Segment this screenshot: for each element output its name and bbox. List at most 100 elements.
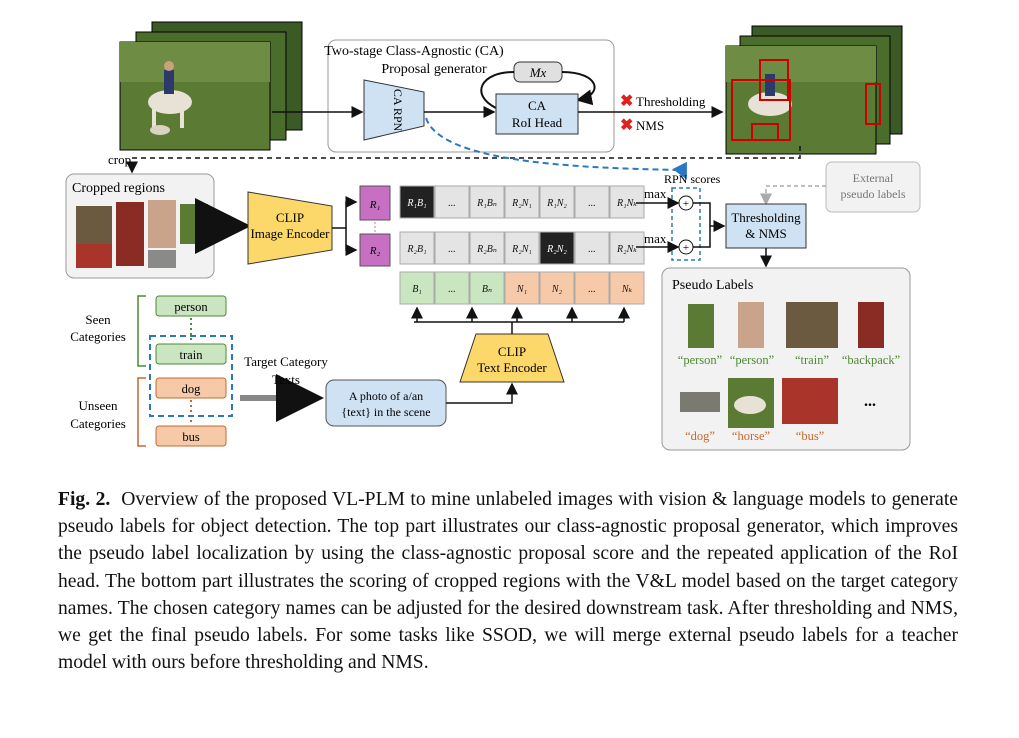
- matrix-cell: [539, 231, 575, 265]
- matrix-cell-label: R₁Bₙ: [476, 198, 497, 209]
- pseudo-label-bus: “bus”: [796, 429, 824, 443]
- rider-shape: [164, 70, 174, 94]
- matrix-cell: [609, 185, 645, 219]
- matrix-cell-label: R₂Nₖ: [616, 244, 637, 255]
- ca-panel-title: Two-stage Class-Agnostic (CA): [324, 44, 504, 59]
- matrix-cell-label: ...: [448, 198, 456, 209]
- region-feature-r1: [359, 185, 391, 221]
- matrix-cell: [434, 231, 470, 265]
- figure-caption: Fig. 2. Overview of the proposed VL-PLM …: [58, 486, 958, 676]
- external-line-1: External: [853, 171, 894, 185]
- matrix-cell-label: ...: [588, 198, 596, 209]
- target-label-line-2: Texts: [272, 372, 300, 387]
- matrix-cell: [574, 271, 610, 305]
- detection-box: [751, 123, 779, 141]
- thresh-nms-line-2: & NMS: [745, 226, 787, 241]
- ca-panel-subtitle: Proposal generator: [381, 62, 487, 77]
- pseudo-label-horse: “horse”: [732, 429, 770, 443]
- target-label-line-1: Target Category: [244, 354, 328, 369]
- pseudo-label-dog: “dog”: [685, 429, 715, 443]
- target-category-selection: [149, 335, 233, 417]
- matrix-cell: [539, 271, 575, 305]
- ca-rpn-label: CA RPN: [391, 89, 405, 132]
- max-label-1: max: [644, 186, 667, 201]
- matrix-cell: [504, 185, 540, 219]
- similarity-row-r1: R₁B₁... R₁Bₙ R₂N₁ R₁N₂... R₁Nₖ: [399, 185, 645, 219]
- matrix-cell-label: ...: [588, 284, 596, 295]
- matrix-cell-label: R₂B₁: [406, 244, 426, 255]
- clip-text-encoder-line-1: CLIP: [498, 344, 526, 359]
- matrix-cell-label: R₁Nₖ: [616, 198, 637, 209]
- nms-text: NMS: [636, 118, 664, 133]
- output-image-stack: [725, 25, 903, 155]
- clip-text-encoder: [459, 333, 565, 383]
- ca-rpn-trapezoid: [363, 79, 425, 141]
- mx-label: Mx: [529, 65, 547, 80]
- matrix-cell-label: ...: [448, 284, 456, 295]
- max-label-2: max: [644, 231, 667, 246]
- unseen-label-line-2: Categories: [70, 416, 126, 431]
- detection-box: [759, 59, 789, 101]
- pseudo-labels-title: Pseudo Labels: [672, 278, 753, 293]
- pseudo-labels-ellipsis: ...: [864, 393, 876, 410]
- svg-text:+: +: [683, 198, 689, 210]
- detection-box: [865, 83, 881, 125]
- x-mark-icon: ✖: [620, 93, 633, 110]
- clip-image-encoder-line-1: CLIP: [276, 210, 304, 225]
- category-train-label: train: [180, 348, 204, 362]
- pseudo-label-train: “train”: [795, 353, 829, 367]
- r1-label: R₁: [369, 199, 381, 211]
- matrix-cell: [434, 271, 470, 305]
- caption-text: Overview of the proposed VL-PLM to mine …: [58, 489, 958, 674]
- matrix-cell: [504, 231, 540, 265]
- seen-label-line-1: Seen: [85, 312, 111, 327]
- svg-text:+: +: [683, 242, 689, 254]
- matrix-cell-label: N₂: [551, 284, 563, 295]
- category-person-label: person: [174, 300, 208, 314]
- region-feature-r2: [359, 233, 391, 267]
- prompt-line-1: A photo of a/an: [349, 389, 423, 403]
- matrix-cell: [504, 271, 540, 305]
- matrix-cell: [399, 271, 435, 305]
- roi-head-line-2: RoI Head: [512, 115, 563, 130]
- matrix-cell: [469, 271, 505, 305]
- matrix-cell-label: ...: [448, 244, 456, 255]
- prompt-template-box: [325, 379, 447, 427]
- category-dog: [155, 377, 227, 399]
- matrix-cell-label: R₂N₁: [511, 244, 532, 255]
- category-person: [155, 295, 227, 317]
- matrix-cell-label: R₂N₂: [546, 244, 567, 255]
- category-bus-label: bus: [182, 430, 200, 444]
- matrix-cell-label: R₂N₁: [511, 198, 532, 209]
- matrix-cell-label: B₁: [412, 284, 422, 295]
- rpn-scores-label: RPN scores: [664, 172, 721, 186]
- matrix-cell: [609, 271, 645, 305]
- method-overview-figure: Two-stage Class-Agnostic (CA) Proposal g…: [65, 21, 921, 451]
- clip-text-encoder-line-2: Text Encoder: [477, 360, 547, 375]
- matrix-cell-label: N₁: [516, 284, 527, 295]
- matrix-cell: [399, 231, 435, 265]
- r2-label: R₂: [369, 245, 381, 257]
- pseudo-labels-panel: Pseudo Labels “person” “person” “train” …: [661, 267, 911, 451]
- matrix-cell: [469, 185, 505, 219]
- matrix-cell: [434, 185, 470, 219]
- seen-label-line-2: Categories: [70, 329, 126, 344]
- matrix-cell-label: R₁N₂: [546, 198, 567, 209]
- pseudo-label-backpack: “backpack”: [842, 353, 900, 367]
- matrix-cell-label: ...: [588, 244, 596, 255]
- external-line-2: pseudo labels: [841, 187, 906, 201]
- pseudo-label-person-1: “person”: [678, 353, 722, 367]
- matrix-cell: [539, 185, 575, 219]
- category-bus: [155, 425, 227, 447]
- matrix-cell: [574, 185, 610, 219]
- category-train: [155, 343, 227, 365]
- input-image-stack: [119, 21, 303, 151]
- cropped-regions-title: Cropped regions: [72, 181, 165, 196]
- cropped-regions-panel: Cropped regions: [65, 173, 215, 279]
- matrix-cell-label: R₁B₁: [406, 198, 426, 209]
- pseudo-label-person-2: “person”: [730, 353, 774, 367]
- ca-proposal-generator-panel: Two-stage Class-Agnostic (CA) Proposal g…: [324, 39, 615, 153]
- clip-image-encoder-line-2: Image Encoder: [250, 226, 330, 241]
